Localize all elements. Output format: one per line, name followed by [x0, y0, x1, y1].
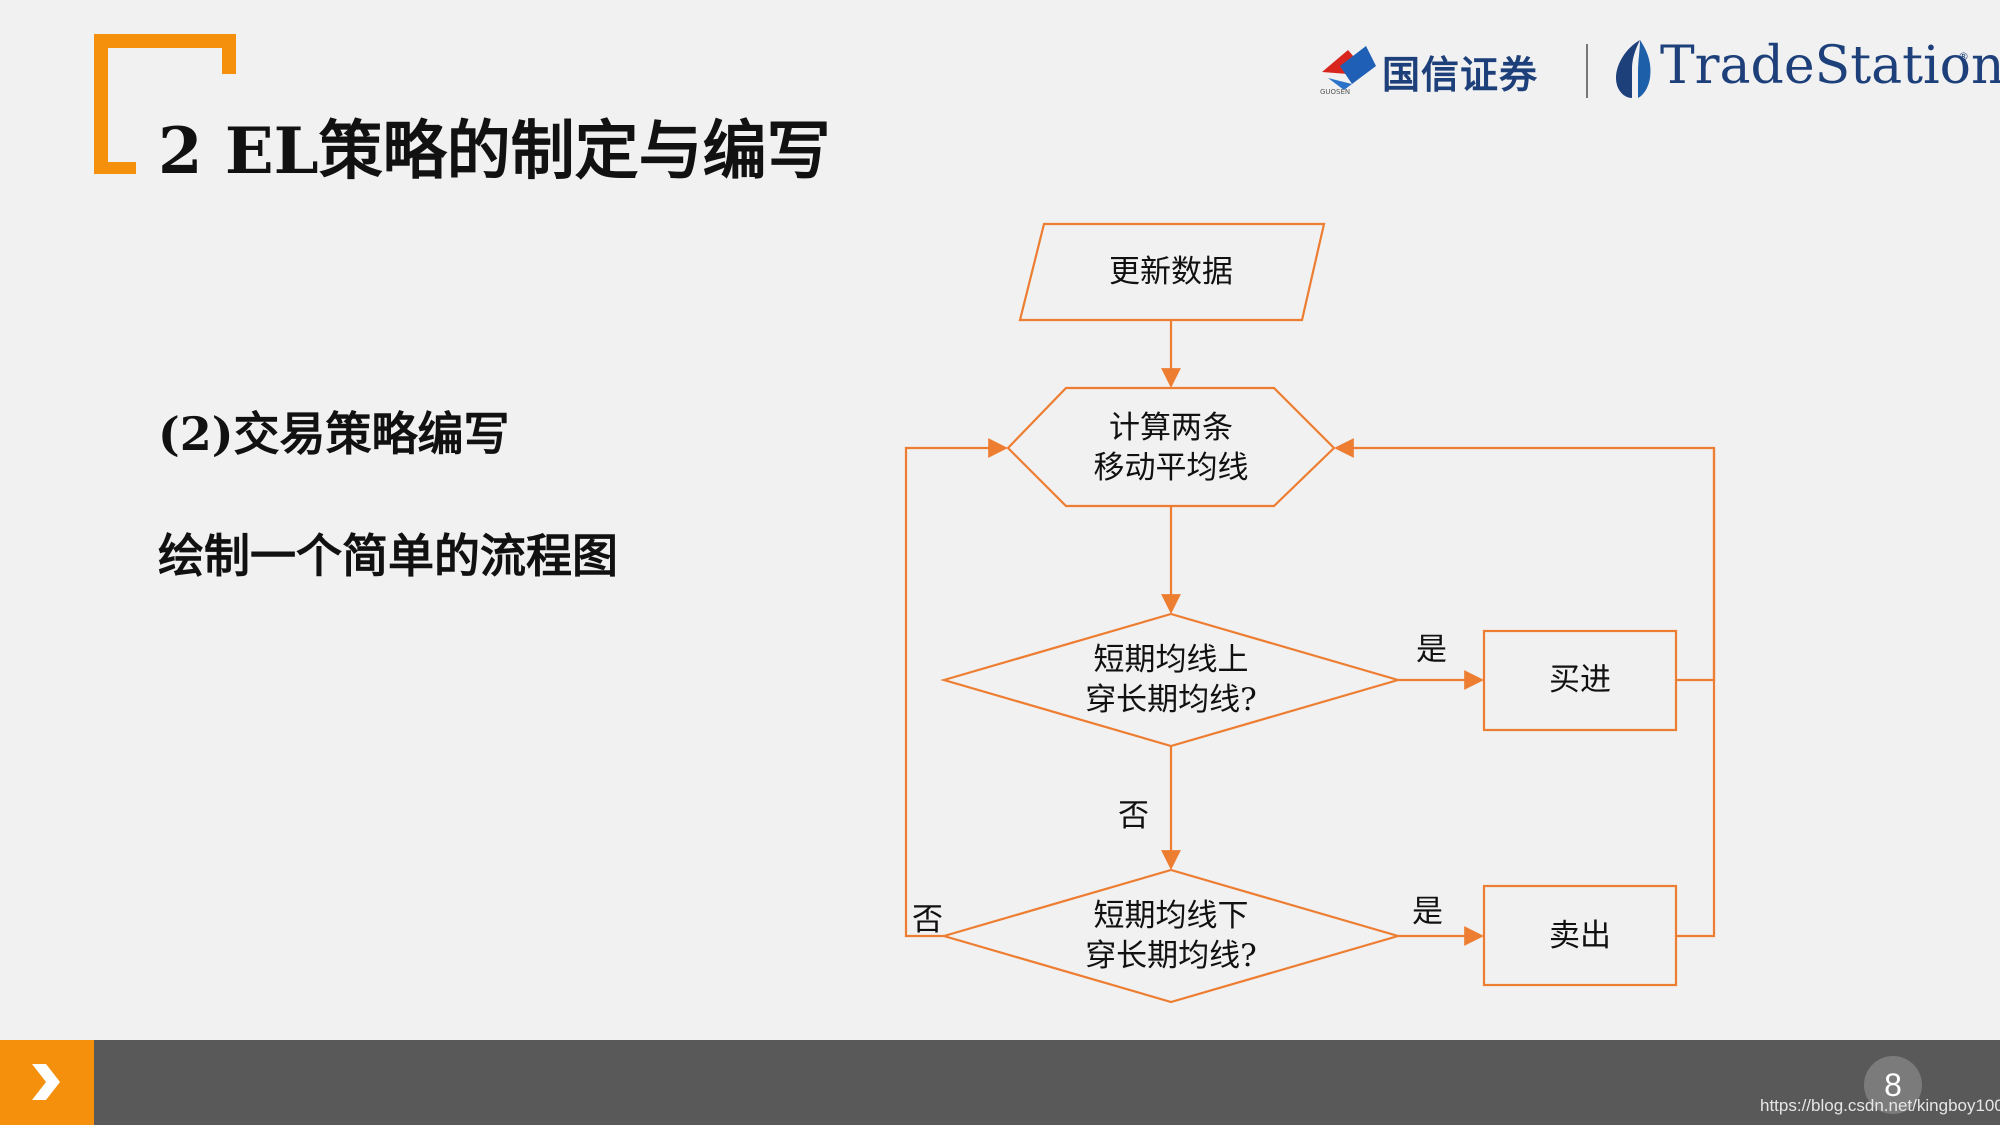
guosen-logo-subtext: GUOSEN	[1320, 88, 1351, 96]
edge-label-no-loop: 否	[912, 902, 943, 938]
footer-bar	[0, 1040, 2000, 1125]
slide-title: 2 EL策略的制定与编写	[158, 114, 831, 189]
node-cross-up-label-line1: 短期均线上	[1093, 642, 1249, 678]
node-calc-ma-label-line1: 计算两条	[1109, 410, 1233, 446]
node-cross-up-label-line2: 穿长期均线?	[1085, 682, 1257, 718]
section-subheading: 绘制一个简单的流程图	[158, 529, 618, 583]
node-cross-down-label: 短期均线下 穿长期均线?	[1085, 896, 1257, 976]
logo-divider	[1586, 44, 1588, 98]
node-cross-down-label-line1: 短期均线下	[1093, 898, 1249, 934]
edge-label-yes-buy: 是	[1416, 632, 1447, 668]
edge-sell-loop-back	[1334, 438, 1716, 938]
tradestation-logo-text: TradeStation	[1660, 36, 2000, 96]
section-heading: (2)交易策略编写	[158, 407, 510, 461]
edge-no-loop-back	[904, 438, 1008, 938]
watermark-url: https://blog.csdn.net/kingboy100	[1760, 1096, 2000, 1115]
node-calc-ma-label: 计算两条 移动平均线	[1094, 408, 1249, 488]
node-update-data-label: 更新数据	[1109, 254, 1233, 290]
guosen-logo-text: 国信证券	[1382, 52, 1539, 97]
edge-buy-loop-back	[1676, 448, 1716, 682]
chevron-right-icon	[32, 1064, 60, 1100]
node-buy-label: 买进	[1549, 662, 1611, 698]
edge-label-no-to-down: 否	[1118, 798, 1149, 834]
node-cross-down-label-line2: 穿长期均线?	[1085, 938, 1257, 974]
page-number: 8	[1864, 1056, 1922, 1114]
registered-mark: ®	[1958, 50, 1969, 63]
node-cross-up-label: 短期均线上 穿长期均线?	[1085, 640, 1257, 720]
node-sell-label: 卖出	[1549, 918, 1611, 954]
logo-area: 国信证券 GUOSEN TradeStation ®	[1310, 36, 2000, 104]
edge-label-yes-sell: 是	[1412, 894, 1443, 930]
node-calc-ma-label-line2: 移动平均线	[1093, 450, 1249, 486]
corner-bracket-decoration	[94, 34, 236, 174]
node-calc-ma-shape	[1006, 386, 1336, 508]
tradestation-logo-icon	[1616, 40, 1651, 98]
guosen-logo-icon	[1322, 46, 1376, 90]
node-update-data-shape	[1018, 222, 1326, 322]
